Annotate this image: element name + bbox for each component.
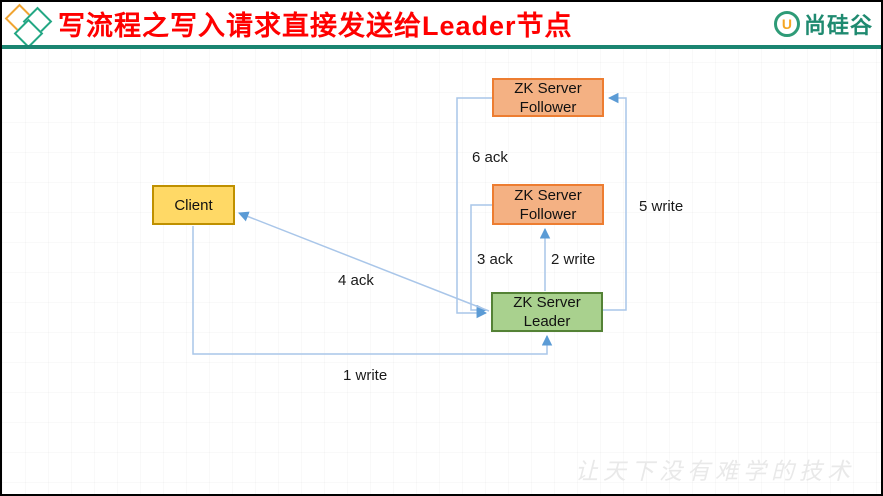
header: 写流程之写入请求直接发送给Leader节点 U 尚硅谷 — [2, 2, 881, 48]
page-title: 写流程之写入请求直接发送给Leader节点 — [58, 11, 573, 41]
logo-u-icon: U — [773, 11, 800, 37]
edge-label-2-write: 2 write — [551, 251, 596, 268]
node-label: ZK Server — [514, 79, 582, 97]
edge-6-ack — [456, 97, 492, 319]
node-label: ZK Server — [514, 186, 582, 204]
logo-text: 尚硅谷 — [803, 13, 873, 38]
edge-5-write — [603, 92, 627, 311]
header-divider — [2, 45, 881, 49]
watermark-slogan: 让天下没有难学的技术 — [575, 459, 855, 485]
node-label: Follower — [519, 205, 577, 223]
edge-4-ack — [238, 211, 490, 312]
node-label: Follower — [519, 98, 577, 116]
node-zk-follower-mid: ZK Server Follower — [492, 184, 604, 225]
edge-1-write — [192, 226, 553, 355]
edge-label-4-ack: 4 ack — [338, 272, 374, 289]
node-label: ZK Server — [513, 294, 581, 311]
edge-label-1-write: 1 write — [343, 367, 388, 384]
edge-label-5-write: 5 write — [639, 198, 684, 215]
node-client: Client — [152, 185, 235, 225]
node-zk-leader: ZK Server Leader — [491, 292, 603, 332]
node-label: Leader — [523, 313, 571, 330]
node-label: Client — [174, 196, 213, 214]
edge-label-6-ack: 6 ack — [472, 149, 508, 166]
brand-logo: U 尚硅谷 — [773, 8, 873, 40]
node-zk-follower-top: ZK Server Follower — [492, 78, 604, 117]
edge-label-3-ack: 3 ack — [477, 251, 513, 268]
